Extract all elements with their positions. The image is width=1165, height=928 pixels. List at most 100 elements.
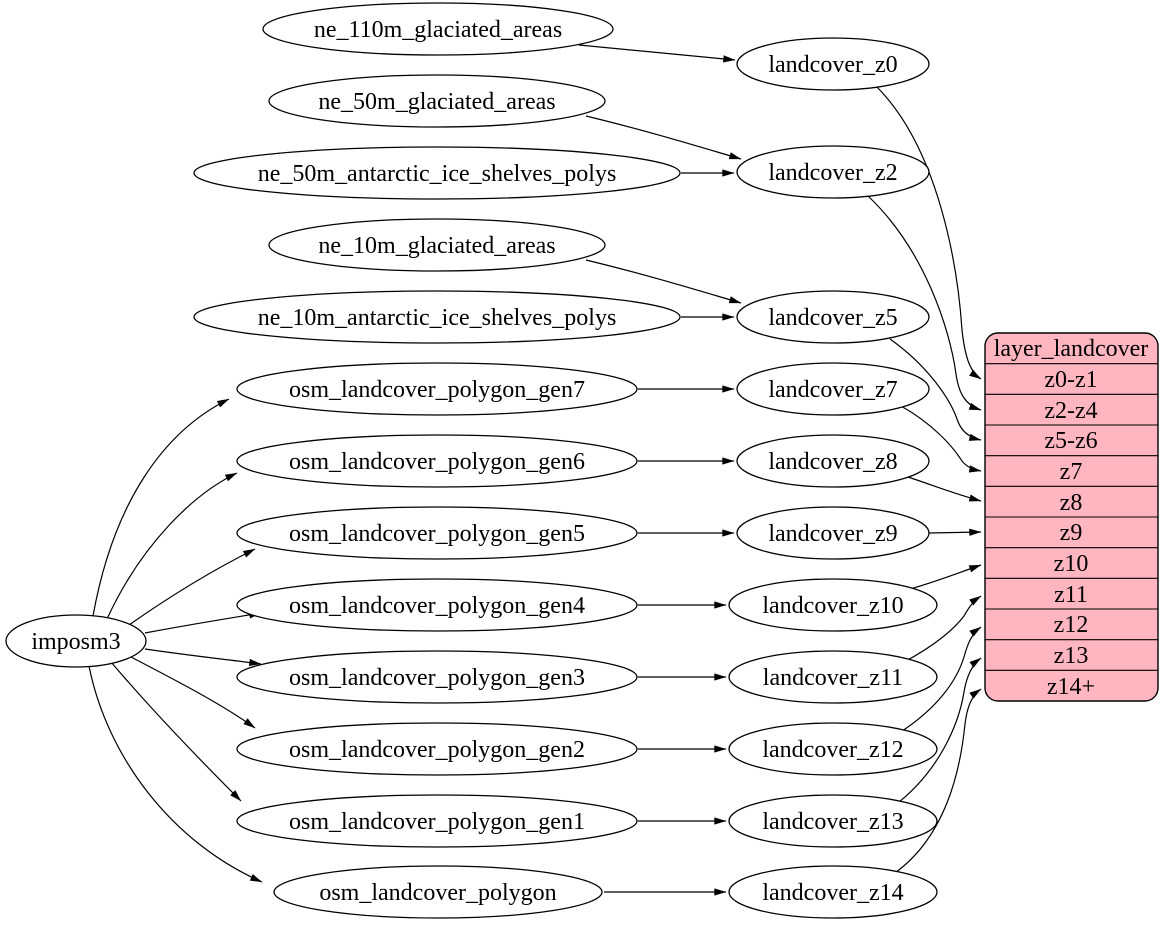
edge-imposm3--osm-landcover-polygon-gen3 xyxy=(144,648,262,667)
node-landcover-z11-label: landcover_z11 xyxy=(763,665,903,691)
edge-landcover-z0--row-z0-z1 xyxy=(875,85,982,380)
node-landcover-z13-shape xyxy=(728,794,938,848)
edge-landcover-z9--row-z9 xyxy=(928,528,982,536)
node-landcover-z10: landcover_z10 xyxy=(728,578,938,632)
table-row-z14plus: z14+ xyxy=(1047,674,1095,700)
edge-imposm3--osm-landcover-polygon-gen4 xyxy=(144,611,262,634)
node-landcover-z2-label: landcover_z2 xyxy=(768,160,897,186)
node-osm-landcover-polygon-gen3: osm_landcover_polygon_gen3 xyxy=(236,650,638,704)
table-row-z5-z6: z5-z6 xyxy=(1044,428,1097,454)
node-ne-10m-antarctic-ice-shelves-polys-label: ne_10m_antarctic_ice_shelves_polys xyxy=(258,305,617,331)
node-landcover-z13-label: landcover_z13 xyxy=(762,809,903,835)
edge-ne-50m-glaciated-areas--landcover-z2 xyxy=(585,115,742,160)
node-landcover-z10-label: landcover_z10 xyxy=(762,593,903,619)
node-osm-landcover-polygon-gen2-shape xyxy=(236,722,638,776)
edge-imposm3--osm-landcover-polygon-gen2 xyxy=(130,656,256,729)
node-landcover-z12-shape xyxy=(728,722,938,776)
table-row-z10: z10 xyxy=(1054,551,1089,577)
node-ne-10m-glaciated-areas-shape xyxy=(268,218,606,272)
node-osm-landcover-polygon-gen2-label: osm_landcover_polygon_gen2 xyxy=(289,737,585,763)
table-row-z11: z11 xyxy=(1054,582,1088,608)
node-landcover-z9: landcover_z9 xyxy=(736,506,930,560)
edge-imposm3--osm-landcover-polygon-gen6 xyxy=(106,472,238,620)
node-landcover-z0: landcover_z0 xyxy=(736,37,930,91)
edge-imposm3--osm-landcover-polygon xyxy=(88,665,263,883)
table-row-z2-z4: z2-z4 xyxy=(1044,398,1097,424)
node-landcover-z2: landcover_z2 xyxy=(736,145,930,199)
edge-layer xyxy=(88,44,982,896)
node-landcover-z14-shape xyxy=(728,865,938,919)
node-landcover-z11: landcover_z11 xyxy=(728,650,938,704)
node-landcover-z12-label: landcover_z12 xyxy=(762,737,903,763)
node-landcover-z8: landcover_z8 xyxy=(736,434,930,488)
edge-imposm3--osm-landcover-polygon-gen5 xyxy=(128,548,256,626)
node-ne-10m-antarctic-ice-shelves-polys: ne_10m_antarctic_ice_shelves_polys xyxy=(193,290,681,344)
node-landcover-z11-shape xyxy=(728,650,938,704)
node-landcover-z14-label: landcover_z14 xyxy=(762,880,903,906)
node-landcover-z8-shape xyxy=(736,434,930,488)
node-ne-10m-glaciated-areas: ne_10m_glaciated_areas xyxy=(268,218,606,272)
node-landcover-z7-shape xyxy=(736,362,930,416)
table-row-z7: z7 xyxy=(1060,459,1083,485)
node-osm-landcover-polygon-gen7-label: osm_landcover_polygon_gen7 xyxy=(289,377,585,403)
node-osm-landcover-polygon-gen5-label: osm_landcover_polygon_gen5 xyxy=(289,521,585,547)
table-title: layer_landcover xyxy=(994,336,1149,362)
node-osm-landcover-polygon-gen6-shape xyxy=(236,434,638,488)
node-landcover-z13: landcover_z13 xyxy=(728,794,938,848)
node-osm-landcover-polygon-shape xyxy=(273,865,603,919)
node-landcover-z0-shape xyxy=(736,37,930,91)
node-osm-landcover-polygon: osm_landcover_polygon xyxy=(273,865,603,919)
node-osm-landcover-polygon-gen5: osm_landcover_polygon_gen5 xyxy=(236,506,638,560)
table-row-z13: z13 xyxy=(1054,643,1089,669)
node-ne-50m-antarctic-ice-shelves-polys-label: ne_50m_antarctic_ice_shelves_polys xyxy=(258,161,617,187)
node-osm-landcover-polygon-gen1: osm_landcover_polygon_gen1 xyxy=(236,794,638,848)
node-landcover-z2-shape xyxy=(736,145,930,199)
node-imposm3-shape xyxy=(5,614,147,668)
node-osm-landcover-polygon-gen1-label: osm_landcover_polygon_gen1 xyxy=(289,809,585,835)
edge-landcover-z7--row-z7 xyxy=(900,405,982,473)
node-landcover-z14: landcover_z14 xyxy=(728,865,938,919)
node-ne-50m-glaciated-areas-shape xyxy=(268,74,606,128)
node-landcover-z7-label: landcover_z7 xyxy=(768,377,897,403)
node-osm-landcover-polygon-gen6-label: osm_landcover_polygon_gen6 xyxy=(289,449,585,475)
node-ne-50m-antarctic-ice-shelves-polys-shape xyxy=(193,146,681,200)
node-osm-landcover-polygon-label: osm_landcover_polygon xyxy=(319,880,556,906)
node-landcover-z9-shape xyxy=(736,506,930,560)
node-osm-landcover-polygon-gen7-shape xyxy=(236,362,638,416)
node-imposm3-label: imposm3 xyxy=(31,629,120,655)
edge-landcover-z5--row-z5-z6 xyxy=(889,338,982,441)
node-osm-landcover-polygon-gen4-label: osm_landcover_polygon_gen4 xyxy=(289,593,585,619)
edge-imposm3--osm-landcover-polygon-gen1 xyxy=(110,661,242,802)
node-imposm3: imposm3 xyxy=(5,614,147,668)
node-landcover-z5-shape xyxy=(736,290,930,344)
node-landcover-z12: landcover_z12 xyxy=(728,722,938,776)
node-landcover-z10-shape xyxy=(728,578,938,632)
edge-landcover-z14--row-z14plus xyxy=(888,688,982,878)
node-ne-10m-antarctic-ice-shelves-polys-shape xyxy=(193,290,681,344)
node-landcover-z5: landcover_z5 xyxy=(736,290,930,344)
table-layer-landcover: layer_landcover z0-z1 z2-z4 z5-z6 z7 z8 … xyxy=(984,332,1159,702)
table-row-z9: z9 xyxy=(1060,520,1083,546)
node-ne-50m-glaciated-areas: ne_50m_glaciated_areas xyxy=(268,74,606,128)
edge-landcover-z13--row-z13 xyxy=(893,657,982,807)
node-osm-landcover-polygon-gen3-label: osm_landcover_polygon_gen3 xyxy=(289,665,585,691)
node-osm-landcover-polygon-gen5-shape xyxy=(236,506,638,560)
node-osm-landcover-polygon-gen3-shape xyxy=(236,650,638,704)
edge-landcover-z12--row-z12 xyxy=(898,626,982,734)
edge-landcover-z10--row-z10 xyxy=(909,564,982,590)
edge-landcover-z2--row-z2-z4 xyxy=(867,195,982,411)
node-landcover-z7: landcover_z7 xyxy=(736,362,930,416)
node-osm-landcover-polygon-gen4: osm_landcover_polygon_gen4 xyxy=(236,578,638,632)
node-ne-110m-glaciated-areas-label: ne_110m_glaciated_areas xyxy=(314,17,562,43)
node-osm-landcover-polygon-gen2: osm_landcover_polygon_gen2 xyxy=(236,722,638,776)
node-ne-50m-antarctic-ice-shelves-polys: ne_50m_antarctic_ice_shelves_polys xyxy=(193,146,681,200)
node-osm-landcover-polygon-gen7: osm_landcover_polygon_gen7 xyxy=(236,362,638,416)
node-ne-10m-glaciated-areas-label: ne_10m_glaciated_areas xyxy=(318,233,555,259)
edge-ne-10m-glaciated-areas--landcover-z5 xyxy=(585,259,742,304)
table-row-z8: z8 xyxy=(1060,490,1083,516)
edge-ne-110m-glaciated-areas--landcover-z0 xyxy=(578,44,736,63)
node-ne-50m-glaciated-areas-label: ne_50m_glaciated_areas xyxy=(318,89,555,115)
node-osm-landcover-polygon-gen4-shape xyxy=(236,578,638,632)
